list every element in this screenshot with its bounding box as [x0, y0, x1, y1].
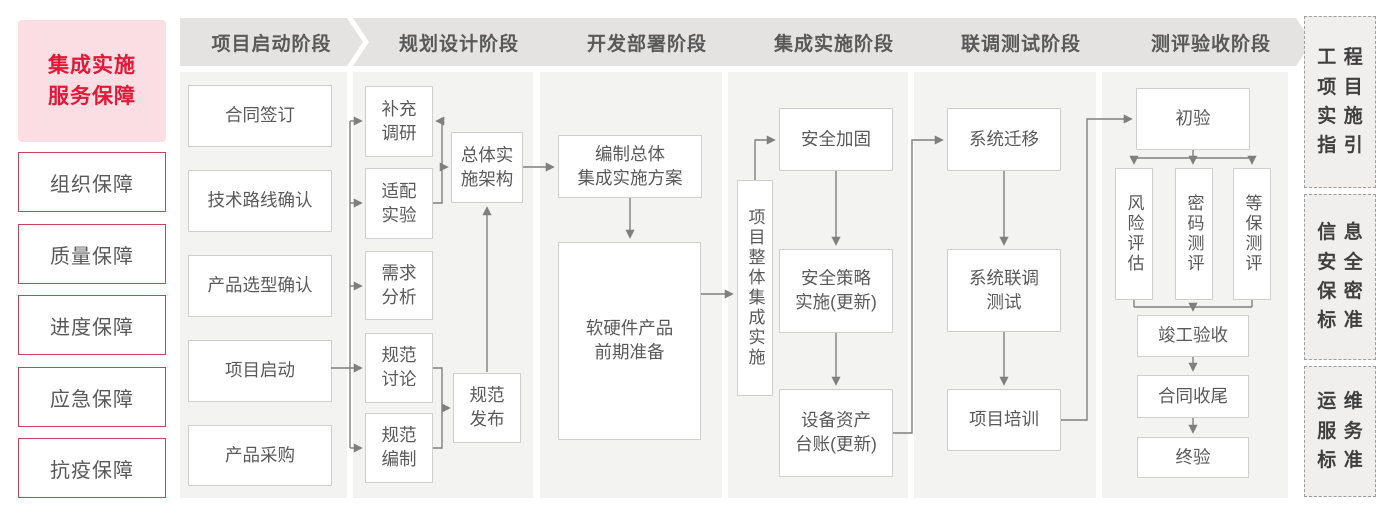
node-overall-implementation-architecture: 总体实 施架构 [451, 132, 523, 203]
node-spec-discussion: 规范 讨论 [365, 333, 433, 403]
node-contract-signing: 合同签订 [188, 85, 332, 147]
node-crypto-evaluation: 密码测评 [1175, 168, 1213, 300]
node-product-selection-confirm: 产品选型确认 [188, 255, 332, 317]
guard-schedule: 进度保障 [18, 295, 166, 355]
node-mlps-evaluation: 等保测评 [1233, 168, 1271, 300]
node-system-migration: 系统迁移 [947, 108, 1061, 171]
node-hw-sw-preparation: 软硬件产品 前期准备 [558, 242, 701, 440]
node-tech-route-confirm: 技术路线确认 [188, 170, 332, 232]
node-risk-assessment: 风险评估 [1115, 168, 1153, 300]
node-supplementary-research: 补充 调研 [365, 86, 433, 157]
node-project-training: 项目培训 [947, 389, 1061, 451]
node-system-joint-testing: 系统联调 测试 [947, 249, 1061, 332]
node-contract-closure: 合同收尾 [1137, 375, 1249, 418]
node-asset-ledger-update: 设备资产 台账(更新) [779, 389, 893, 477]
node-product-procurement: 产品采购 [188, 425, 332, 486]
guard-quality: 质量保障 [18, 224, 166, 284]
phase-header-planning: 规划设计阶段 [353, 18, 557, 66]
node-overall-integration-plan: 编制总体 集成实施方案 [558, 135, 702, 198]
phase-header-acceptance: 测评验收阶段 [1102, 18, 1312, 66]
guard-organization: 组织保障 [18, 152, 166, 212]
guard-epidemic: 抗疫保障 [18, 438, 166, 498]
node-requirement-analysis: 需求 分析 [365, 251, 433, 320]
phase-header-kickoff: 项目启动阶段 [180, 18, 363, 66]
standard-project-implementation-guide: 工程 项目 实施 指引 [1304, 16, 1376, 188]
node-spec-release: 规范 发布 [453, 373, 521, 443]
node-security-hardening: 安全加固 [779, 108, 893, 171]
node-project-kickoff: 项目启动 [188, 340, 332, 402]
standard-info-security-confidentiality: 信息 安全 保密 标准 [1304, 194, 1376, 360]
node-security-policy-implementation: 安全策略 实施(更新) [779, 249, 893, 333]
phase-header-integration: 集成实施阶段 [728, 18, 932, 66]
sidebar-title: 集成实施 服务保障 [18, 20, 166, 142]
node-spec-drafting: 规范 编制 [365, 413, 433, 483]
phase-header-testing: 联调测试阶段 [914, 18, 1120, 66]
node-initial-acceptance: 初验 [1136, 88, 1250, 150]
node-completion-acceptance: 竣工验收 [1137, 315, 1249, 357]
node-overall-integration-implementation: 项目整体集成实施 [737, 180, 773, 396]
guard-emergency: 应急保障 [18, 367, 166, 427]
node-final-acceptance: 终验 [1137, 437, 1249, 478]
phase-header-development: 开发部署阶段 [540, 18, 746, 66]
standard-om-service: 运维 服务 标准 [1304, 366, 1376, 497]
node-adaptation-test: 适配 实验 [365, 168, 433, 239]
